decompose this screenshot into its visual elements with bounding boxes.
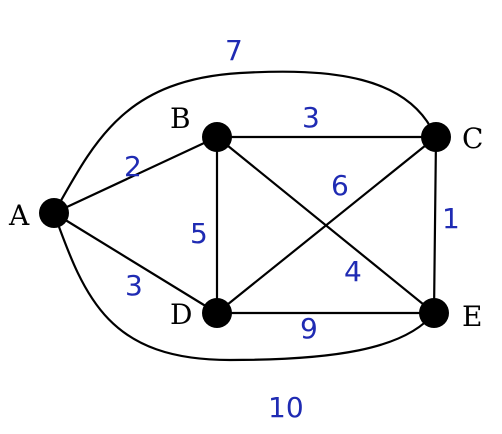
node-c <box>421 122 451 152</box>
edge-a-e <box>52 211 436 362</box>
weight-a-b: 2 <box>124 150 142 183</box>
node-label-b: B <box>170 102 191 135</box>
weight-a-d: 3 <box>125 269 143 302</box>
node-a <box>39 198 69 228</box>
weight-a-e: 10 <box>268 391 304 424</box>
weight-d-e: 9 <box>300 312 318 345</box>
weight-b-e: 4 <box>344 255 362 288</box>
weight-a-c: 7 <box>225 34 243 67</box>
node-label-d: D <box>170 298 192 331</box>
node-e <box>419 298 449 328</box>
node-b <box>202 122 232 152</box>
node-label-a: A <box>8 199 30 232</box>
node-label-c: C <box>462 122 483 155</box>
weight-b-c: 3 <box>302 101 320 134</box>
edge-c-d <box>215 135 438 315</box>
weight-c-e: 1 <box>442 202 460 235</box>
edge-c-e <box>432 135 438 315</box>
node-label-e: E <box>462 300 482 333</box>
edge-a-c <box>52 70 438 215</box>
node-d <box>202 298 232 328</box>
edge-a-d <box>52 211 219 315</box>
weight-c-d: 6 <box>331 169 349 202</box>
weight-b-d: 5 <box>190 217 208 250</box>
edge-a-b <box>52 135 219 215</box>
